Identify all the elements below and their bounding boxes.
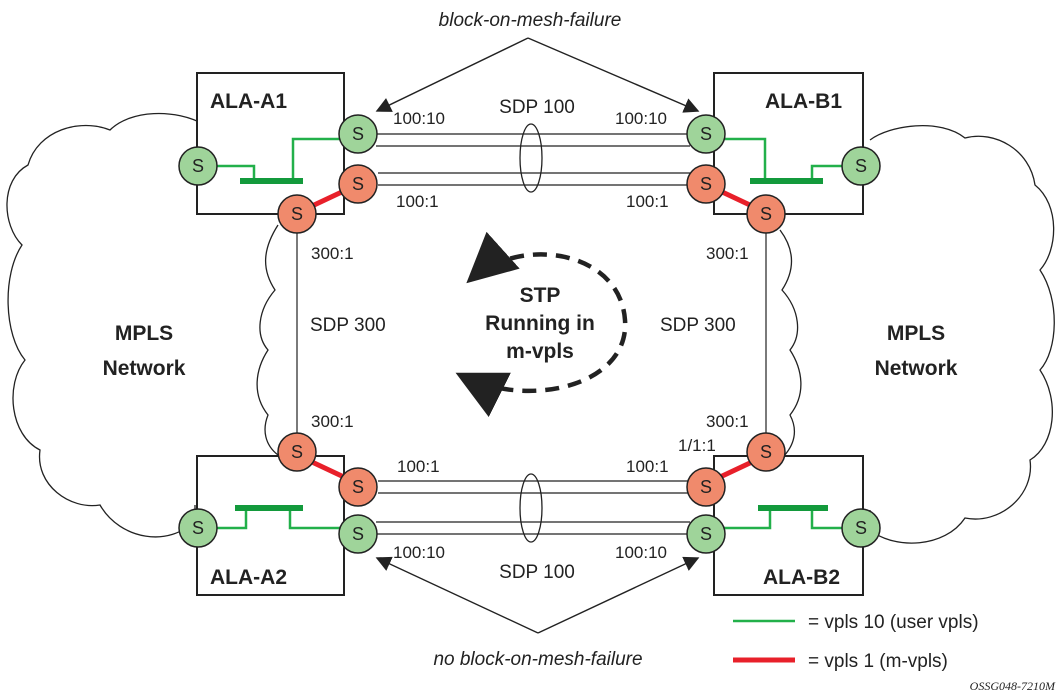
sap-b1-mvpls-down: S bbox=[746, 194, 786, 234]
stp-dashed-arrow bbox=[455, 231, 628, 418]
svg-text:S: S bbox=[700, 524, 712, 544]
node-title-ala-a2: ALA-A2 bbox=[210, 566, 287, 589]
legend-user-vpls-label: = vpls 10 (user vpls) bbox=[808, 612, 979, 633]
a1-user-vpls-link bbox=[216, 164, 256, 180]
binding-b2-bottom-mvpls: 100:1 bbox=[626, 457, 669, 476]
svg-text:S: S bbox=[291, 442, 303, 462]
node-box-ala-b2 bbox=[713, 455, 864, 596]
cloud-left-line1: MPLS bbox=[115, 322, 173, 345]
binding-a1-top-user: 100:10 bbox=[393, 109, 445, 128]
b2-user-vpls-link bbox=[722, 510, 772, 530]
binding-b2-sap: 1/1:1 bbox=[678, 436, 716, 455]
sap-a2-mvpls: S bbox=[338, 467, 378, 507]
binding-b1-down: 300:1 bbox=[706, 244, 749, 263]
node-title-ala-b2: ALA-B2 bbox=[763, 566, 840, 589]
bottom-caption-arrow-right bbox=[537, 556, 700, 634]
svg-text:S: S bbox=[352, 477, 364, 497]
sdp-bottom-label: SDP 100 bbox=[499, 562, 575, 583]
bottom-caption: no block-on-mesh-failure bbox=[433, 649, 642, 670]
svg-text:S: S bbox=[760, 204, 772, 224]
svg-text:S: S bbox=[760, 442, 772, 462]
cloud-left-line2: Network bbox=[103, 357, 186, 380]
node-box-ala-a2 bbox=[196, 455, 345, 596]
bottom-caption-arrow-left bbox=[375, 556, 539, 634]
b2-user-vpls-link-2 bbox=[810, 510, 850, 530]
stp-line3: m-vpls bbox=[506, 340, 574, 363]
svg-text:S: S bbox=[700, 477, 712, 497]
node-title-ala-a1: ALA-A1 bbox=[210, 90, 287, 113]
svg-text:S: S bbox=[352, 124, 364, 144]
mpls-cloud-right bbox=[869, 125, 1055, 544]
cloud-right-line1: MPLS bbox=[887, 322, 945, 345]
svg-text:S: S bbox=[192, 156, 204, 176]
top-caption-arrow-right bbox=[527, 37, 700, 113]
sap-b1-mvpls: S bbox=[686, 164, 726, 204]
a1-user-vpls-link-2 bbox=[291, 137, 340, 180]
sdp-right-label: SDP 300 bbox=[660, 315, 736, 336]
binding-b2-up: 300:1 bbox=[706, 412, 749, 431]
sdp-top-label: SDP 100 bbox=[499, 97, 575, 118]
a2-mvpls-link bbox=[310, 459, 348, 481]
node-box-ala-a1 bbox=[196, 72, 345, 215]
sap-a2-user: S bbox=[338, 514, 378, 554]
sap-a2-mvpls-up: S bbox=[277, 432, 317, 472]
b2-mvpls-link bbox=[716, 459, 754, 481]
top-caption: block-on-mesh-failure bbox=[439, 10, 622, 31]
svg-text:S: S bbox=[700, 124, 712, 144]
sap-a1-mvpls: S bbox=[338, 164, 378, 204]
binding-a1-top-mvpls: 100:1 bbox=[396, 192, 439, 211]
top-caption-arrow-left bbox=[375, 37, 529, 112]
sdp-100-bottom-bundle-ellipse bbox=[519, 473, 543, 543]
sap-b1-user: S bbox=[686, 114, 726, 154]
binding-a2-bottom-user: 100:10 bbox=[393, 543, 445, 562]
binding-b1-top-mvpls: 100:1 bbox=[626, 192, 669, 211]
binding-a2-bottom-mvpls: 100:1 bbox=[397, 457, 440, 476]
legend-mvpls-label: = vpls 1 (m-vpls) bbox=[808, 651, 948, 672]
binding-b2-bottom-user: 100:10 bbox=[615, 543, 667, 562]
sap-b2-user: S bbox=[686, 514, 726, 554]
binding-a1-down: 300:1 bbox=[311, 244, 354, 263]
svg-text:S: S bbox=[291, 204, 303, 224]
binding-a2-up: 300:1 bbox=[311, 412, 354, 431]
cloud-right-line2: Network bbox=[875, 357, 958, 380]
sap-a1-mvpls-down: S bbox=[277, 194, 317, 234]
svg-text:S: S bbox=[352, 174, 364, 194]
b1-user-vpls-link bbox=[722, 137, 767, 180]
sap-a2-access: S bbox=[178, 508, 218, 548]
sdp-100-top-bundle-ellipse bbox=[519, 123, 543, 193]
b1-user-vpls-link-2 bbox=[810, 164, 850, 180]
svg-text:S: S bbox=[700, 174, 712, 194]
a2-user-vpls-link bbox=[216, 510, 248, 530]
sap-b2-access: S bbox=[841, 508, 881, 548]
binding-b1-top-user: 100:10 bbox=[615, 109, 667, 128]
svg-text:S: S bbox=[855, 156, 867, 176]
a2-user-vpls-link-2 bbox=[288, 510, 340, 530]
sap-b1-access: S bbox=[841, 146, 881, 186]
sap-b2-mvpls: S bbox=[686, 467, 726, 507]
svg-text:S: S bbox=[192, 518, 204, 538]
svg-text:S: S bbox=[352, 524, 364, 544]
sap-a1-user: S bbox=[338, 114, 378, 154]
stp-line2: Running in bbox=[485, 312, 595, 335]
mpls-cloud-left bbox=[6, 112, 301, 538]
figure-id: OSSG048-7210M bbox=[970, 679, 1056, 693]
sdp-left-label: SDP 300 bbox=[310, 315, 386, 336]
sap-a1-access: S bbox=[178, 146, 218, 186]
svg-text:S: S bbox=[855, 518, 867, 538]
sap-b2-mvpls-up: S bbox=[746, 432, 786, 472]
stp-line1: STP bbox=[520, 284, 561, 307]
node-title-ala-b1: ALA-B1 bbox=[765, 90, 842, 113]
